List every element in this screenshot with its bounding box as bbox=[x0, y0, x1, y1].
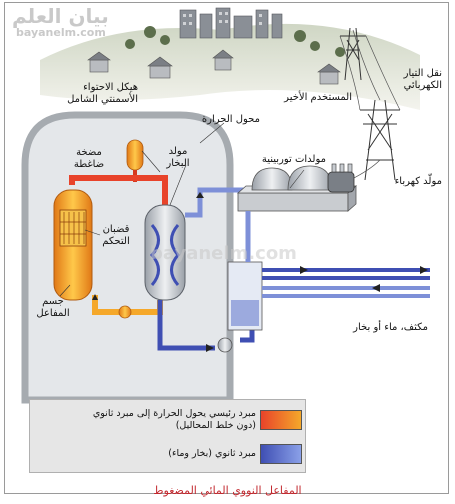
secondary-steam-line bbox=[185, 187, 245, 218]
label-electric-generator: مولّد كهرباء bbox=[394, 176, 442, 187]
electric-generator bbox=[327, 171, 355, 193]
secondary-pump bbox=[217, 337, 233, 353]
legend: مبرد رئيسي يحول الحرارة إلى مبرد ثانوي (… bbox=[29, 399, 306, 473]
label-steam-generator: مولد البخار bbox=[166, 146, 190, 169]
legend-swatch-primary bbox=[260, 410, 302, 430]
flow-arrows bbox=[92, 192, 428, 352]
watermark-logo: بيان العلم bbox=[12, 4, 109, 28]
trees bbox=[125, 26, 345, 57]
label-reactor-body: جسم المفاعل bbox=[36, 296, 70, 319]
label-turbine-generators: مولدات توربينية bbox=[261, 154, 326, 165]
label-containment: هيكل الاحتواء الأسمنتي الشامل bbox=[67, 82, 138, 105]
turbine-housing-1 bbox=[251, 167, 293, 191]
legend-text-primary: مبرد رئيسي يحول الحرارة إلى مبرد ثانوي (… bbox=[92, 408, 256, 431]
label-heat-exchanger: محول الحرارة bbox=[201, 114, 260, 125]
label-power-line: نقل التيار الكهربائي bbox=[403, 68, 442, 91]
primary-pump bbox=[118, 305, 132, 319]
watermark-center: bayanelm.com bbox=[150, 243, 297, 264]
containment-dome bbox=[21, 111, 234, 404]
primary-hot-leg bbox=[69, 175, 168, 205]
label-control-rods: قضبان التحكم bbox=[102, 224, 130, 247]
diagram-caption: المفاعل النووي المائي المضغوط bbox=[153, 484, 302, 497]
turbine-base bbox=[237, 192, 349, 212]
label-condenser: مكثف، ماء أو بخار bbox=[353, 322, 428, 333]
legend-text-secondary: مبرد ثانوي (بخار وماء) bbox=[168, 448, 256, 459]
houses bbox=[87, 49, 341, 85]
legend-swatch-secondary bbox=[260, 444, 302, 464]
turbine-housing-2 bbox=[287, 165, 333, 191]
label-pressurizer: مضخة ضاغطة bbox=[73, 147, 105, 170]
transmission-tower-main bbox=[360, 99, 400, 181]
label-end-user: المستخدم الأخير bbox=[284, 92, 352, 103]
watermark-url: bayanelm.com bbox=[16, 26, 106, 39]
pressurizer-vessel bbox=[126, 139, 144, 171]
